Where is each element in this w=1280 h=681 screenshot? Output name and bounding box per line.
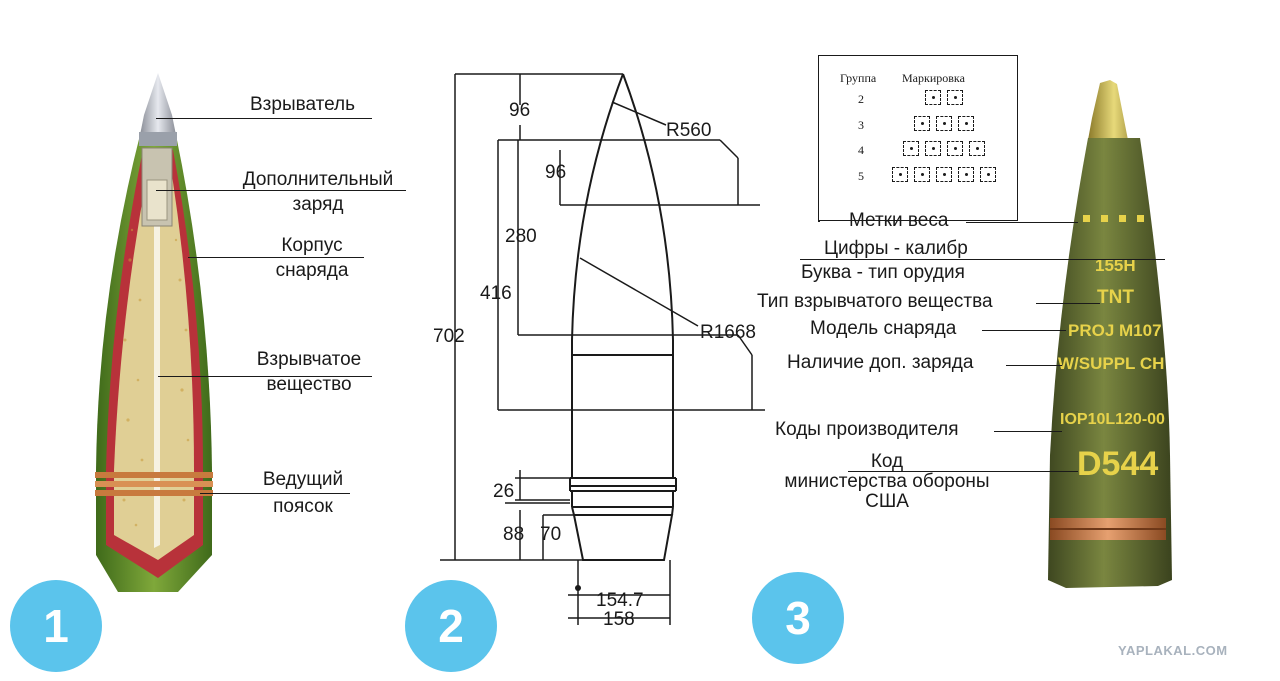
leader-explosive-type (1036, 303, 1100, 304)
label-rotating-band: Ведущий поясок (248, 469, 358, 518)
watermark: YAPLAKAL.COM (1118, 643, 1228, 658)
legend-group-number: 5 (858, 168, 864, 183)
dim-280: 280 (505, 226, 537, 247)
label-weight-marks: Метки веса (849, 210, 949, 231)
label-dod-code-line2: министерства обороны (784, 471, 990, 493)
label-dod-code-line3: США (865, 491, 909, 513)
leader-manufacturer-codes (994, 431, 1062, 432)
drawing-ogive-right (622, 73, 674, 341)
leader-explosive (158, 376, 372, 377)
legend-weight-mark (925, 90, 941, 105)
label-manufacturer-codes: Коды производителя (775, 419, 959, 440)
legend-group-number: 2 (858, 92, 864, 106)
drawing-ogive-left (571, 73, 624, 341)
weight-group-legend (818, 55, 1018, 221)
dim-158: 158 (603, 609, 635, 630)
label-explosive-line1: Взрывчатое (256, 349, 362, 370)
panel1-rotating-band (95, 472, 213, 496)
label-body-line1: Корпус (281, 235, 343, 256)
legend-weight-mark (903, 141, 919, 156)
label-caliber-digits: Цифры - калибр (824, 238, 968, 259)
panel1-cut-face (154, 182, 160, 548)
leader-rotating-band (200, 493, 350, 494)
legend-group-header: Группа (840, 71, 877, 85)
label-rotating-band-line2: поясок (273, 495, 333, 517)
legend-group-number: 4 (858, 143, 864, 157)
badge-2: 2 (405, 580, 497, 672)
dim-96-top: 96 (509, 100, 531, 121)
legend-weight-mark (980, 166, 996, 182)
label-explosive: Взрывчатое вещество (244, 349, 374, 396)
legend-marking-header: Маркировка (902, 71, 965, 85)
label-explosive-type: Тип взрывчатого вещества (757, 291, 993, 312)
legend-weight-mark (947, 90, 963, 105)
panel3-weight-marks (1083, 215, 1144, 222)
leader-body (188, 257, 364, 258)
dim-r1668: R1668 (700, 322, 756, 343)
shell-marking-model: PROJ M107 (1068, 321, 1162, 340)
dim-r560: R560 (666, 120, 712, 141)
label-supplementary-charge: Дополнительный заряд (228, 169, 408, 216)
legend-weight-mark (958, 166, 974, 182)
dim-416: 416 (480, 283, 512, 304)
shell-marking-supplementary: W/SUPPL CH (1058, 354, 1165, 373)
label-fuze: Взрыватель (250, 94, 356, 115)
dim-96-inner: 96 (545, 162, 567, 183)
panel3-body (1048, 138, 1172, 588)
legend-weight-mark (914, 115, 930, 131)
label-supplementary-charge-line2: заряд (292, 193, 344, 215)
legend-group-number: 3 (858, 117, 864, 132)
leader-projectile-model (982, 330, 1066, 331)
leader-caliber (800, 259, 1165, 260)
leader-supplementary-charge (156, 190, 406, 191)
legend-weight-mark (947, 141, 963, 156)
label-explosive-line2: вещество (266, 373, 352, 395)
shell-marking-caliber: 155H (1095, 256, 1136, 275)
panel1-fuze (140, 73, 176, 135)
shell-marking-lot: IOP10L120-00 (1060, 411, 1165, 428)
badge-1: 1 (10, 580, 102, 672)
legend-weight-mark (892, 166, 908, 182)
badge-3: 3 (752, 572, 844, 664)
leader-dod-code (848, 471, 1078, 472)
shell-marking-dodic: D544 (1077, 445, 1159, 483)
label-body-line2: снаряда (275, 259, 349, 281)
label-supplementary-charge-line1: Дополнительный (242, 169, 394, 190)
label-dod-code: Код министерства обороны США (764, 451, 1010, 513)
panel3-fuze (1088, 80, 1140, 140)
dim-88: 88 (503, 524, 525, 545)
label-gun-letter: Буква - тип орудия (801, 262, 965, 283)
legend-weight-mark (936, 115, 952, 131)
leader-supplementary-presence (1006, 365, 1062, 366)
label-body: Корпус снаряда (262, 235, 362, 282)
legend-weight-mark (936, 166, 952, 182)
legend-weight-mark (925, 141, 941, 156)
dim-154-7: 154.7 (596, 590, 644, 611)
dim-702: 702 (433, 326, 465, 347)
legend-weight-mark (969, 141, 985, 156)
label-projectile-model: Модель снаряда (810, 318, 957, 339)
leader-weight-marks (966, 222, 1078, 223)
legend-weight-mark (958, 115, 974, 131)
label-supplementary-presence: Наличие доп. заряда (787, 352, 974, 373)
leader-fuze (156, 118, 372, 119)
shell-marking-explosive: TNT (1097, 287, 1134, 308)
label-rotating-band-line1: Ведущий (262, 469, 344, 490)
dim-26: 26 (493, 481, 515, 502)
panel1-explosive-texture (122, 228, 190, 527)
label-dod-code-line1: Код (870, 451, 904, 472)
dim-70: 70 (540, 524, 562, 545)
legend-weight-mark (914, 166, 930, 182)
